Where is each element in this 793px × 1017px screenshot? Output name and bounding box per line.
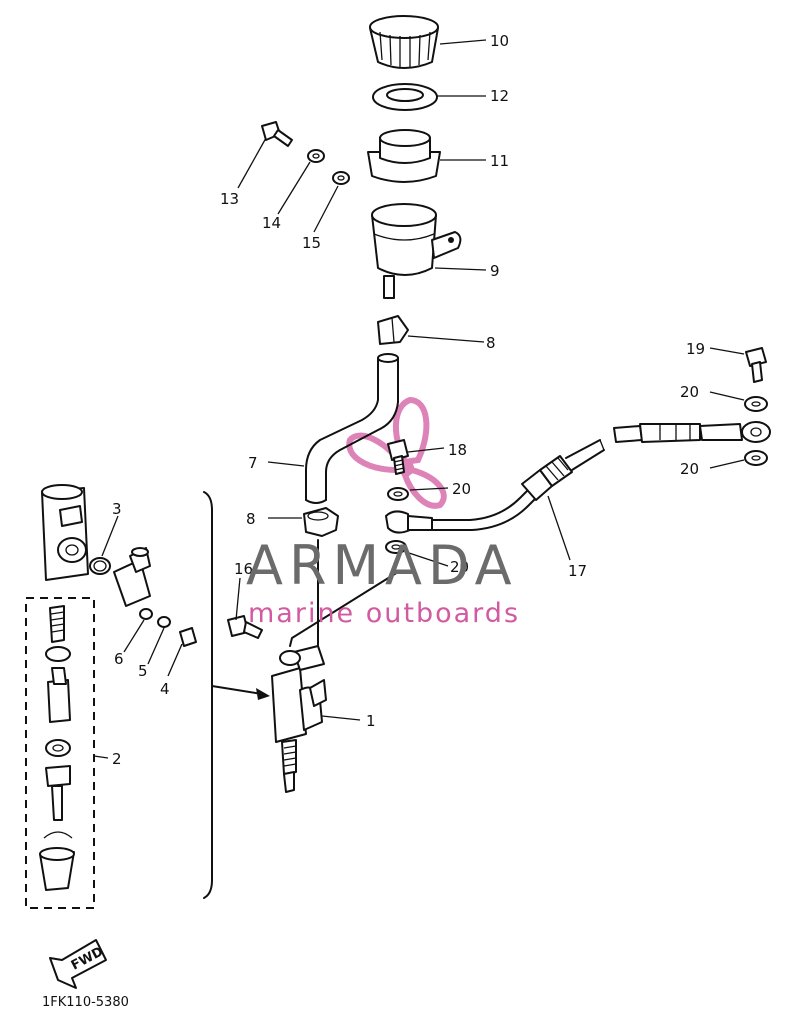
assembly-bracket [203, 491, 213, 899]
hose-clamp-lower [303, 507, 339, 537]
part-label-19: 19 [686, 340, 705, 358]
hose-end-fitting [613, 421, 771, 443]
part-label-20-b: 20 [680, 460, 699, 478]
reservoir [371, 203, 462, 299]
part-label-3: 3 [112, 500, 122, 518]
part-label-20-c: 20 [452, 480, 471, 498]
drawing-code: 1FK110-5380 [42, 995, 129, 1010]
part-label-2: 2 [112, 750, 122, 768]
part-label-13: 13 [220, 190, 239, 208]
part-label-10: 10 [490, 32, 509, 50]
part-label-14: 14 [262, 214, 281, 232]
part-label-20-d: 20 [450, 558, 469, 576]
part-label-7: 7 [248, 454, 258, 472]
bolt-16 [227, 615, 263, 639]
part-label-5: 5 [138, 662, 148, 680]
part-label-20-a: 20 [680, 383, 699, 401]
bolt-13 [261, 121, 293, 147]
reservoir-hose [305, 353, 399, 504]
part-label-16: 16 [234, 560, 253, 578]
repair-kit-parts [39, 605, 75, 891]
repair-kit-box [25, 597, 95, 909]
part-label-12: 12 [490, 87, 509, 105]
washer-5 [157, 616, 171, 628]
reservoir-cap [369, 15, 439, 69]
part-label-17: 17 [568, 562, 587, 580]
part-label-4: 4 [160, 680, 170, 698]
master-cylinder [271, 539, 399, 793]
part-label-11: 11 [490, 152, 509, 170]
hose-joint [113, 547, 151, 607]
assembly-arrow [211, 685, 263, 695]
diaphragm-plate [372, 83, 438, 111]
part-label-1: 1 [366, 712, 376, 730]
copper-washer-c [744, 396, 768, 412]
brake-hose [385, 439, 605, 534]
o-ring [89, 557, 111, 575]
diaphragm [367, 129, 441, 183]
watermark-tagline: marine outboards [248, 598, 520, 629]
part-label-8-upper: 8 [486, 334, 496, 352]
copper-washer-d [744, 450, 768, 466]
washer-14 [307, 149, 325, 163]
nut-15 [332, 171, 350, 185]
leader-lines [93, 39, 745, 759]
fwd-arrow-icon [49, 939, 107, 989]
washer-6 [139, 608, 153, 620]
caliper-banjo-bolt [745, 347, 767, 383]
part-label-18: 18 [448, 441, 467, 459]
part-label-9: 9 [490, 262, 500, 280]
part-label-6: 6 [114, 650, 124, 668]
part-label-8-lower: 8 [246, 510, 256, 528]
watermark-brand: ARMADA [246, 534, 518, 597]
cylinder-body-outline [41, 484, 89, 581]
copper-washer-b [385, 540, 407, 554]
copper-washer-a [387, 487, 409, 501]
union-bolt [387, 439, 409, 475]
part-label-15: 15 [302, 234, 321, 252]
hose-clamp-upper [377, 315, 409, 345]
screw-4 [179, 627, 197, 647]
